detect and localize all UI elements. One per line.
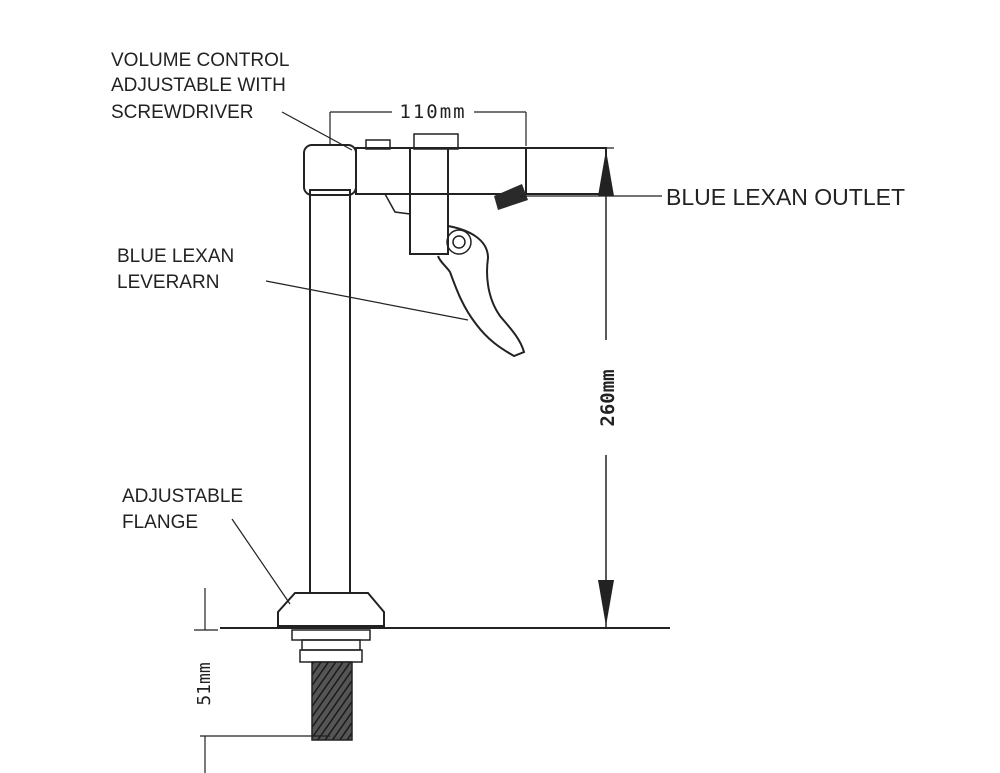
outlet-nozzle — [494, 184, 528, 210]
lever-arm — [437, 225, 526, 358]
dimension-51mm-label: 51mm — [194, 662, 215, 705]
callout-outlet: BLUE LEXAN OUTLET — [666, 184, 905, 210]
mounting-nut — [291, 629, 371, 663]
spout-body — [355, 133, 607, 195]
volume-control-line3: SCREWDRIVER — [111, 102, 254, 123]
dimension-260mm: 260mm — [526, 147, 619, 628]
flange-line1: ADJUSTABLE — [122, 486, 243, 507]
callout-volume-control: VOLUME CONTROL ADJUSTABLE WITH SCREWDRIV… — [111, 50, 289, 123]
vertical-pipe — [309, 189, 351, 594]
volume-control-cap — [303, 144, 357, 196]
threaded-shank — [311, 661, 353, 741]
lever-housing — [384, 147, 472, 255]
flange-line2: FLANGE — [122, 512, 198, 533]
dimension-51mm: 51mm — [194, 588, 330, 773]
leader-lever — [265, 280, 469, 321]
leader-flange — [231, 518, 291, 605]
dimension-260mm-label: 260mm — [597, 369, 619, 426]
dimension-110mm-label: 110mm — [399, 101, 466, 123]
callout-flange: ADJUSTABLE FLANGE — [122, 486, 243, 533]
volume-control-line2: ADJUSTABLE WITH — [111, 75, 286, 96]
volume-control-line1: VOLUME CONTROL — [111, 50, 289, 71]
leader-volume-control — [281, 111, 353, 151]
callout-lever: BLUE LEXAN LEVERARN — [117, 246, 234, 293]
lever-line2: LEVERARN — [117, 272, 219, 293]
adjustable-flange — [277, 592, 385, 627]
dimension-110mm: 110mm — [329, 101, 527, 146]
lever-line1: BLUE LEXAN — [117, 246, 234, 267]
